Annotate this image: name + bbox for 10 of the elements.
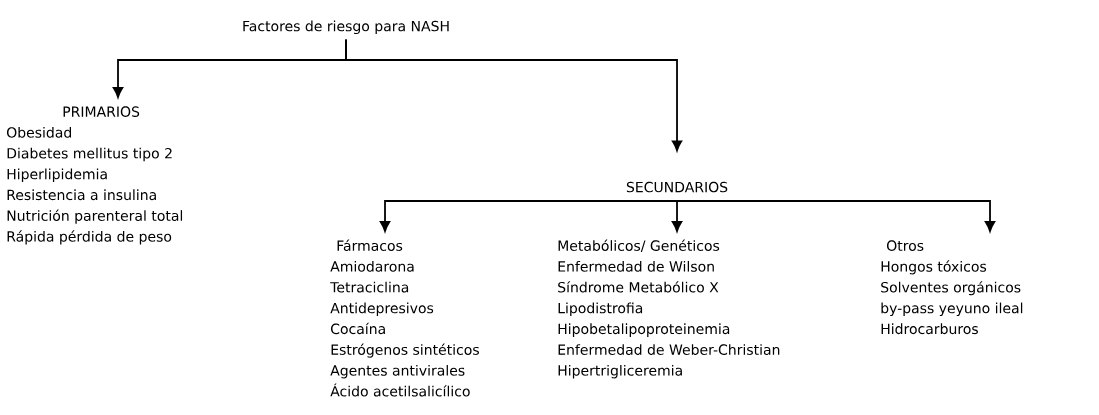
factor-list: Metabólicos/ Genéticos Enfermedad de Wilson Síndrome Metabólico X Lipodistrofia Hipobetalipoproteinemia Enfermedad de Weber-Christian Hipertrigliceremia [558, 239, 780, 379]
factor-list: Fármacos Amiodarona Tetraciclina Antidepresivos Cocaína Estrógenos sintéticos Agentes antivirales Ácido acetilsalicílico [330, 239, 479, 397]
arrow [379, 199, 678, 232]
factor-list: Otros Hongos tóxicos Solventes orgánicos by-pass yeyuno ileal Hidrocarburos [881, 240, 1023, 335]
arrow [345, 38, 683, 152]
heading-text: Factores de riesgo para NASH [243, 20, 449, 35]
factor-list: PRIMARIOS Obesidad Diabetes mellitus tipo 2 Hiperlipidemia Resistencia a insulina Nutrición parenteral total Rápida pérdida de peso [7, 106, 183, 245]
arrow [676, 199, 996, 232]
arrow [671, 199, 683, 232]
heading-text: SECUNDARIOS [626, 181, 728, 193]
